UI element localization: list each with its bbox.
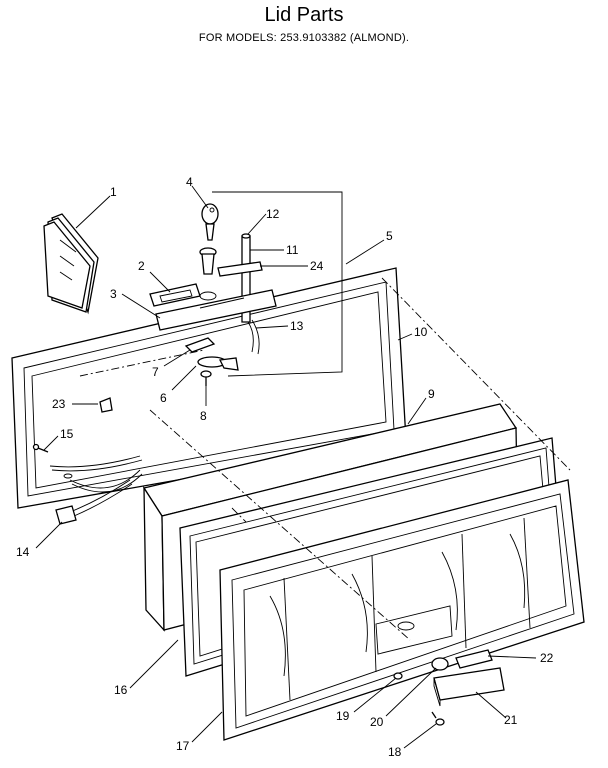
part-label-13: 13 bbox=[290, 319, 304, 333]
lock-catch bbox=[184, 337, 216, 353]
light-wire bbox=[247, 319, 260, 355]
wire-clip bbox=[99, 397, 113, 413]
part-label-15: 15 bbox=[60, 427, 74, 441]
part-label-20: 20 bbox=[370, 715, 384, 729]
page-title: Lid Parts bbox=[264, 4, 344, 26]
part-label-12: 12 bbox=[266, 207, 280, 221]
leader-lines bbox=[35, 185, 537, 749]
wire-harness bbox=[49, 455, 143, 525]
part-label-17: 17 bbox=[176, 739, 190, 753]
instruction-booklet bbox=[43, 213, 99, 315]
part-label-9: 9 bbox=[428, 387, 435, 401]
part-label-8: 8 bbox=[200, 409, 207, 423]
latch-screw bbox=[200, 370, 212, 386]
part-label-14: 14 bbox=[16, 545, 30, 559]
clip-screw bbox=[32, 443, 49, 453]
part-label-5: 5 bbox=[386, 229, 393, 243]
part-label-10: 10 bbox=[414, 325, 428, 339]
part-label-24: 24 bbox=[310, 259, 324, 273]
inner-lid-panel bbox=[219, 479, 585, 741]
bezel-plate bbox=[155, 289, 277, 331]
model-subtitle: FOR MODELS: 253.9103382 (ALMOND). bbox=[198, 32, 410, 44]
part-label-3: 3 bbox=[110, 287, 117, 301]
part-label-4: 4 bbox=[186, 175, 193, 189]
assembly-lines bbox=[79, 191, 571, 641]
part-label-2: 2 bbox=[138, 259, 145, 273]
light-clip bbox=[393, 672, 403, 680]
part-label-23: 23 bbox=[52, 397, 66, 411]
part-label-1: 1 bbox=[110, 185, 117, 199]
lock-bezel bbox=[149, 283, 201, 307]
part-labels: 1 2 3 4 5 6 7 8 9 10 11 12 13 14 15 16 1… bbox=[16, 175, 554, 759]
part-label-11: 11 bbox=[286, 243, 299, 257]
part-label-21: 21 bbox=[504, 713, 518, 727]
light-housing bbox=[433, 667, 505, 707]
lock-cylinder bbox=[199, 247, 217, 301]
part-label-6: 6 bbox=[160, 391, 167, 405]
light-bulb bbox=[431, 649, 493, 671]
lock-key bbox=[201, 203, 219, 241]
hinge-bracket bbox=[217, 261, 263, 277]
part-label-16: 16 bbox=[114, 683, 128, 697]
lid-latch bbox=[197, 356, 239, 371]
part-label-18: 18 bbox=[388, 745, 402, 759]
part-label-19: 19 bbox=[336, 709, 350, 723]
part-label-7: 7 bbox=[152, 365, 159, 379]
housing-screw bbox=[431, 711, 445, 726]
part-label-22: 22 bbox=[540, 651, 554, 665]
